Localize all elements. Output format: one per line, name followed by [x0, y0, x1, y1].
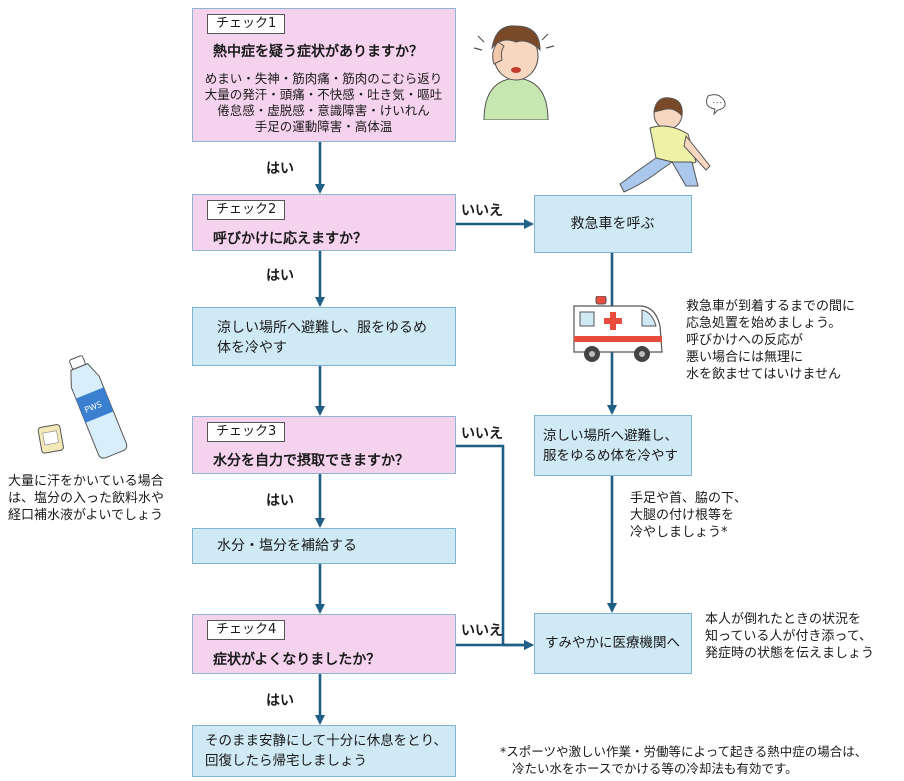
ambulance-note-line-1: 救急車が到着するまでの間に	[686, 299, 856, 314]
yes-label-2: はい	[266, 268, 294, 284]
check2-question: 呼びかけに応えますか？	[213, 231, 367, 247]
hospital-text: すみやかに医療機関へ	[545, 635, 680, 651]
cool-note-line-2: 大腿の付け根等を	[630, 508, 735, 523]
ambulance-note-line-2: 応急処置を始めましょう。	[686, 316, 842, 331]
check4-box: チェック4 症状がよくなりましたか？	[192, 614, 456, 674]
drink-note-line-1: 大量に汗をかいている場合	[8, 474, 164, 489]
check1-symptom-4: 手足の運動障害・高体温	[254, 119, 393, 134]
check1-symptom-3: 倦怠感・虚脱感・意識障害・けいれん	[217, 103, 430, 118]
check3-box: チェック3 水分を自力で摂取できますか？	[192, 416, 456, 474]
arrow-check3-to-hospital	[456, 444, 534, 650]
cool-note-line-1: 手足や首、脇の下、	[630, 491, 748, 506]
cool-line-2: 体を冷やす	[217, 340, 287, 356]
drink-note-line-3: 経口補水液がよいでしょう	[8, 508, 163, 523]
right-cool-box: 涼しい場所へ避難し、 服をゆるめ体を冷やす	[534, 415, 692, 476]
ambulance-text: 救急車を呼ぶ	[570, 216, 655, 232]
check4-question: 症状がよくなりましたか？	[213, 652, 381, 668]
drink-note-line-2: は、塩分の入った飲料水や	[8, 491, 165, 506]
check1-tag: チェック1	[207, 14, 286, 34]
check2-tag: チェック2	[207, 200, 286, 220]
rest-line-2: 回復したら帰宅しましょう	[205, 753, 367, 769]
check1-box: チェック1 熱中症を疑う症状がありますか？ めまい・失神・筋肉痛・筋肉のこむら返…	[192, 8, 456, 142]
right-cool-line-1: 涼しい場所へ避難し、	[543, 428, 678, 444]
check2-box: チェック2 呼びかけに応えますか？	[192, 194, 456, 251]
check3-tag: チェック3	[207, 422, 286, 442]
ambulance-note-line-5: 水を飲ませてはいけません	[686, 367, 841, 382]
hydrate-text: 水分・塩分を補給する	[217, 538, 357, 554]
dizzy-person-illustration	[473, 25, 555, 120]
footnote-line-1: *スポーツや激しい作業・労働等によって起きる熱中症の場合は、	[500, 744, 868, 759]
check4-tag: チェック4	[207, 620, 286, 640]
hospital-note-line-2: 知っている人が付き添って、	[705, 629, 873, 644]
cool-box: 涼しい場所へ避難し、服をゆるめ 体を冷やす	[192, 307, 456, 366]
right-cool-line-2: 服をゆるめ体を冷やす	[543, 448, 678, 464]
drink-bottle-illustration: PWS	[37, 355, 128, 459]
check3-question: 水分を自力で摂取できますか？	[213, 453, 409, 469]
no-label-3: いいえ	[461, 623, 503, 639]
no-label-2: いいえ	[461, 426, 503, 442]
yes-label-1: はい	[266, 161, 294, 177]
rest-line-1: そのまま安静にして十分に休息をとり、	[205, 733, 448, 749]
check1-symptom-2: 大量の発汗・頭痛・不快感・吐き気・嘔吐	[204, 87, 443, 102]
svg-text:･･･: ･･･	[712, 99, 723, 107]
hospital-box: すみやかに医療機関へ	[534, 613, 692, 674]
cool-line-1: 涼しい場所へ避難し、服をゆるめ	[217, 320, 427, 336]
hospital-note-line-1: 本人が倒れたときの状況を	[705, 612, 862, 627]
yes-label-3: はい	[266, 493, 294, 509]
kneeling-person-illustration: ･･･	[619, 94, 726, 193]
footnote-line-2: 冷たい水をホースでかける等の冷却法も有効です。	[512, 761, 798, 776]
check1-question: 熱中症を疑う症状がありますか？	[213, 44, 423, 60]
hydrate-box: 水分・塩分を補給する	[192, 528, 456, 564]
check1-symptom-1: めまい・失神・筋肉痛・筋肉のこむら返り	[204, 71, 443, 86]
ambulance-note-line-4: 悪い場合には無理に	[686, 350, 804, 365]
no-label-1: いいえ	[461, 203, 503, 219]
rest-box: そのまま安静にして十分に休息をとり、 回復したら帰宅しましょう	[192, 725, 456, 777]
ambulance-illustration	[573, 296, 663, 362]
cool-note-line-3: 冷やしましょう*	[630, 525, 728, 540]
ambulance-note-line-3: 呼びかけへの反応が	[686, 333, 804, 348]
hospital-note-line-3: 発症時の状態を伝えましょう	[705, 646, 875, 661]
ambulance-box: 救急車を呼ぶ	[534, 195, 692, 253]
yes-label-4: はい	[266, 693, 294, 709]
